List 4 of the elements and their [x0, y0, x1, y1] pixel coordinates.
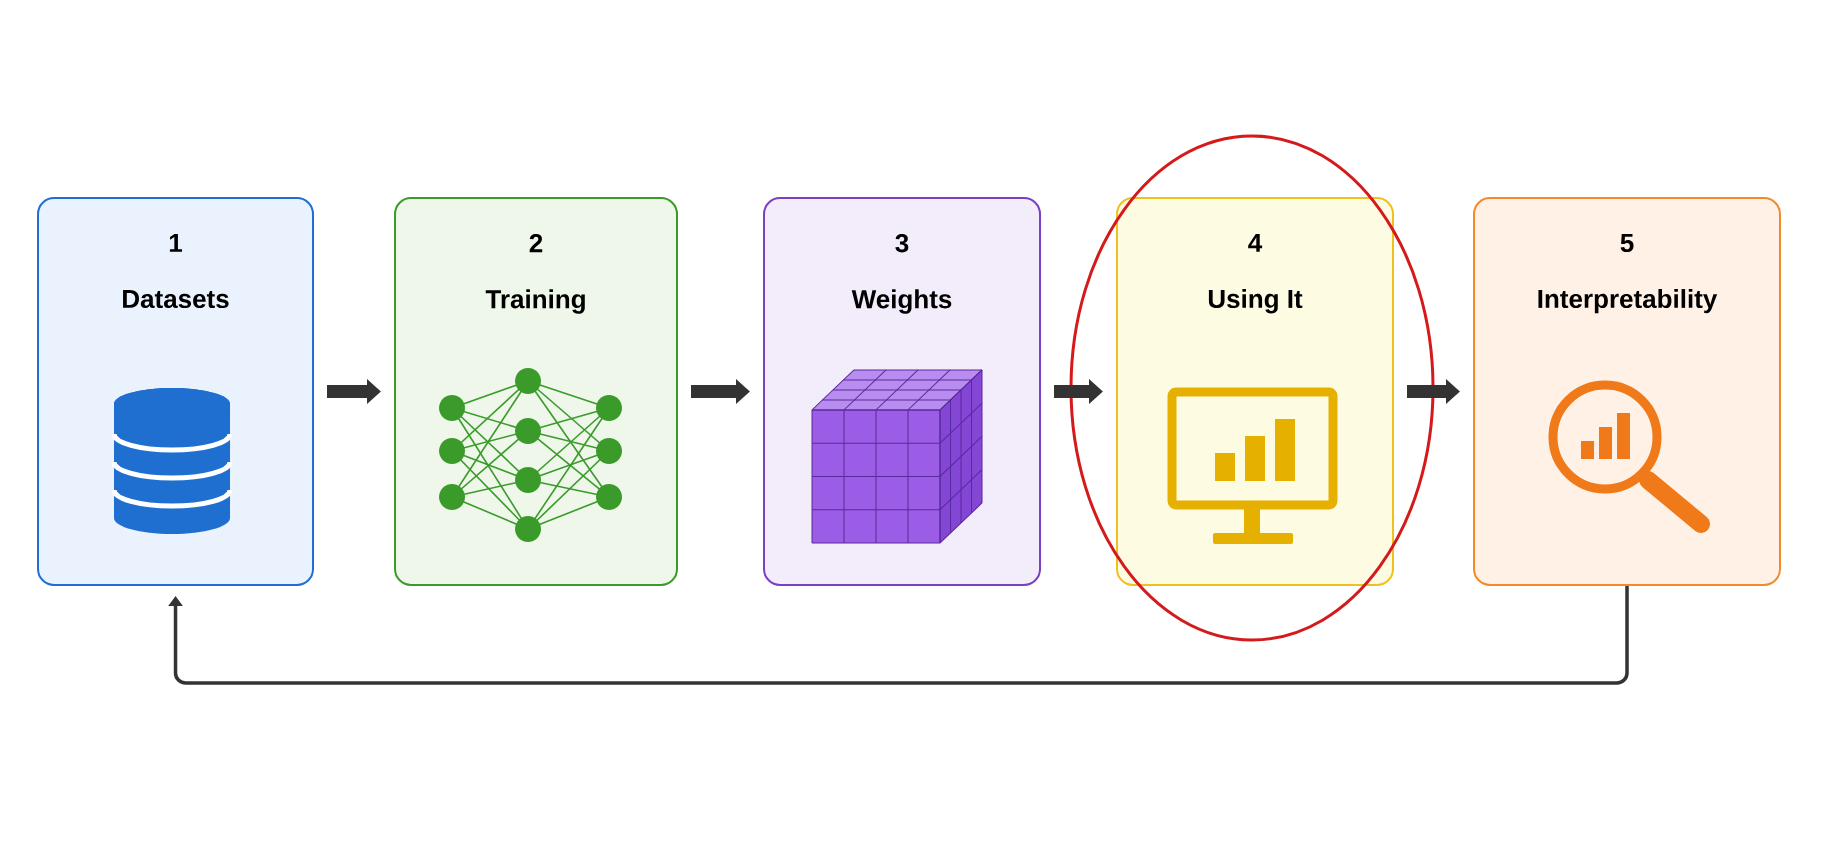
process-box: 5 Interpretability: [1473, 197, 1781, 586]
process-box: 2 Training: [394, 197, 678, 586]
arrow: [168, 586, 1629, 685]
process-box: 4 Using It: [1116, 197, 1394, 586]
